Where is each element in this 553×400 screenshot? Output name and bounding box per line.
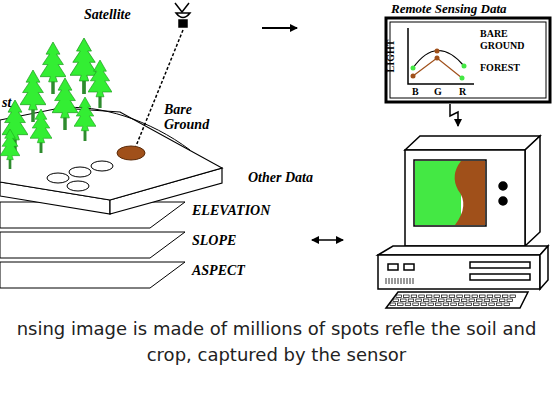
- axis-label: LIGHT: [385, 40, 397, 73]
- exchange-arrow: [312, 239, 343, 241]
- data-layers: [0, 202, 185, 288]
- series-label: FOREST: [480, 62, 520, 74]
- bare-ground-label: Bare Ground: [164, 102, 226, 132]
- bare-ground-curve: [413, 50, 464, 68]
- chart-points: [411, 49, 467, 81]
- band-label: R: [459, 86, 466, 98]
- data-box: Remote Sensing DataLIGHT B G R BARE GROUND FO…: [383, 0, 553, 104]
- vent-lines: [386, 278, 413, 284]
- transfer-arrow: [450, 104, 458, 126]
- bare-ground-patch: [117, 146, 145, 160]
- flow-arrow: [262, 27, 297, 29]
- satellite-icon: [175, 3, 190, 27]
- forest: [0, 38, 112, 169]
- chart-axes: [408, 28, 474, 84]
- data-frame: [386, 18, 550, 102]
- caption: nsing image is made of millions of spots…: [6, 316, 547, 368]
- field-plots: [47, 161, 113, 191]
- layer-label: ASPECT: [192, 263, 245, 278]
- keyboard-keys: [390, 295, 516, 306]
- forest-label: st: [2, 95, 11, 110]
- series-label: BARE GROUND: [480, 28, 530, 52]
- box-heading: Remote Sensing Data: [391, 1, 507, 16]
- satellite-label: Satellite: [84, 7, 131, 22]
- computer: [378, 136, 548, 308]
- other-data-label: Other Data: [248, 170, 313, 185]
- forest-curve: [413, 58, 462, 78]
- band-label: B: [412, 86, 419, 98]
- layer-label: SLOPE: [192, 233, 236, 248]
- band-label: G: [434, 86, 442, 98]
- layer-label: ELEVATION: [192, 203, 270, 218]
- data-frame-inner: [390, 22, 546, 98]
